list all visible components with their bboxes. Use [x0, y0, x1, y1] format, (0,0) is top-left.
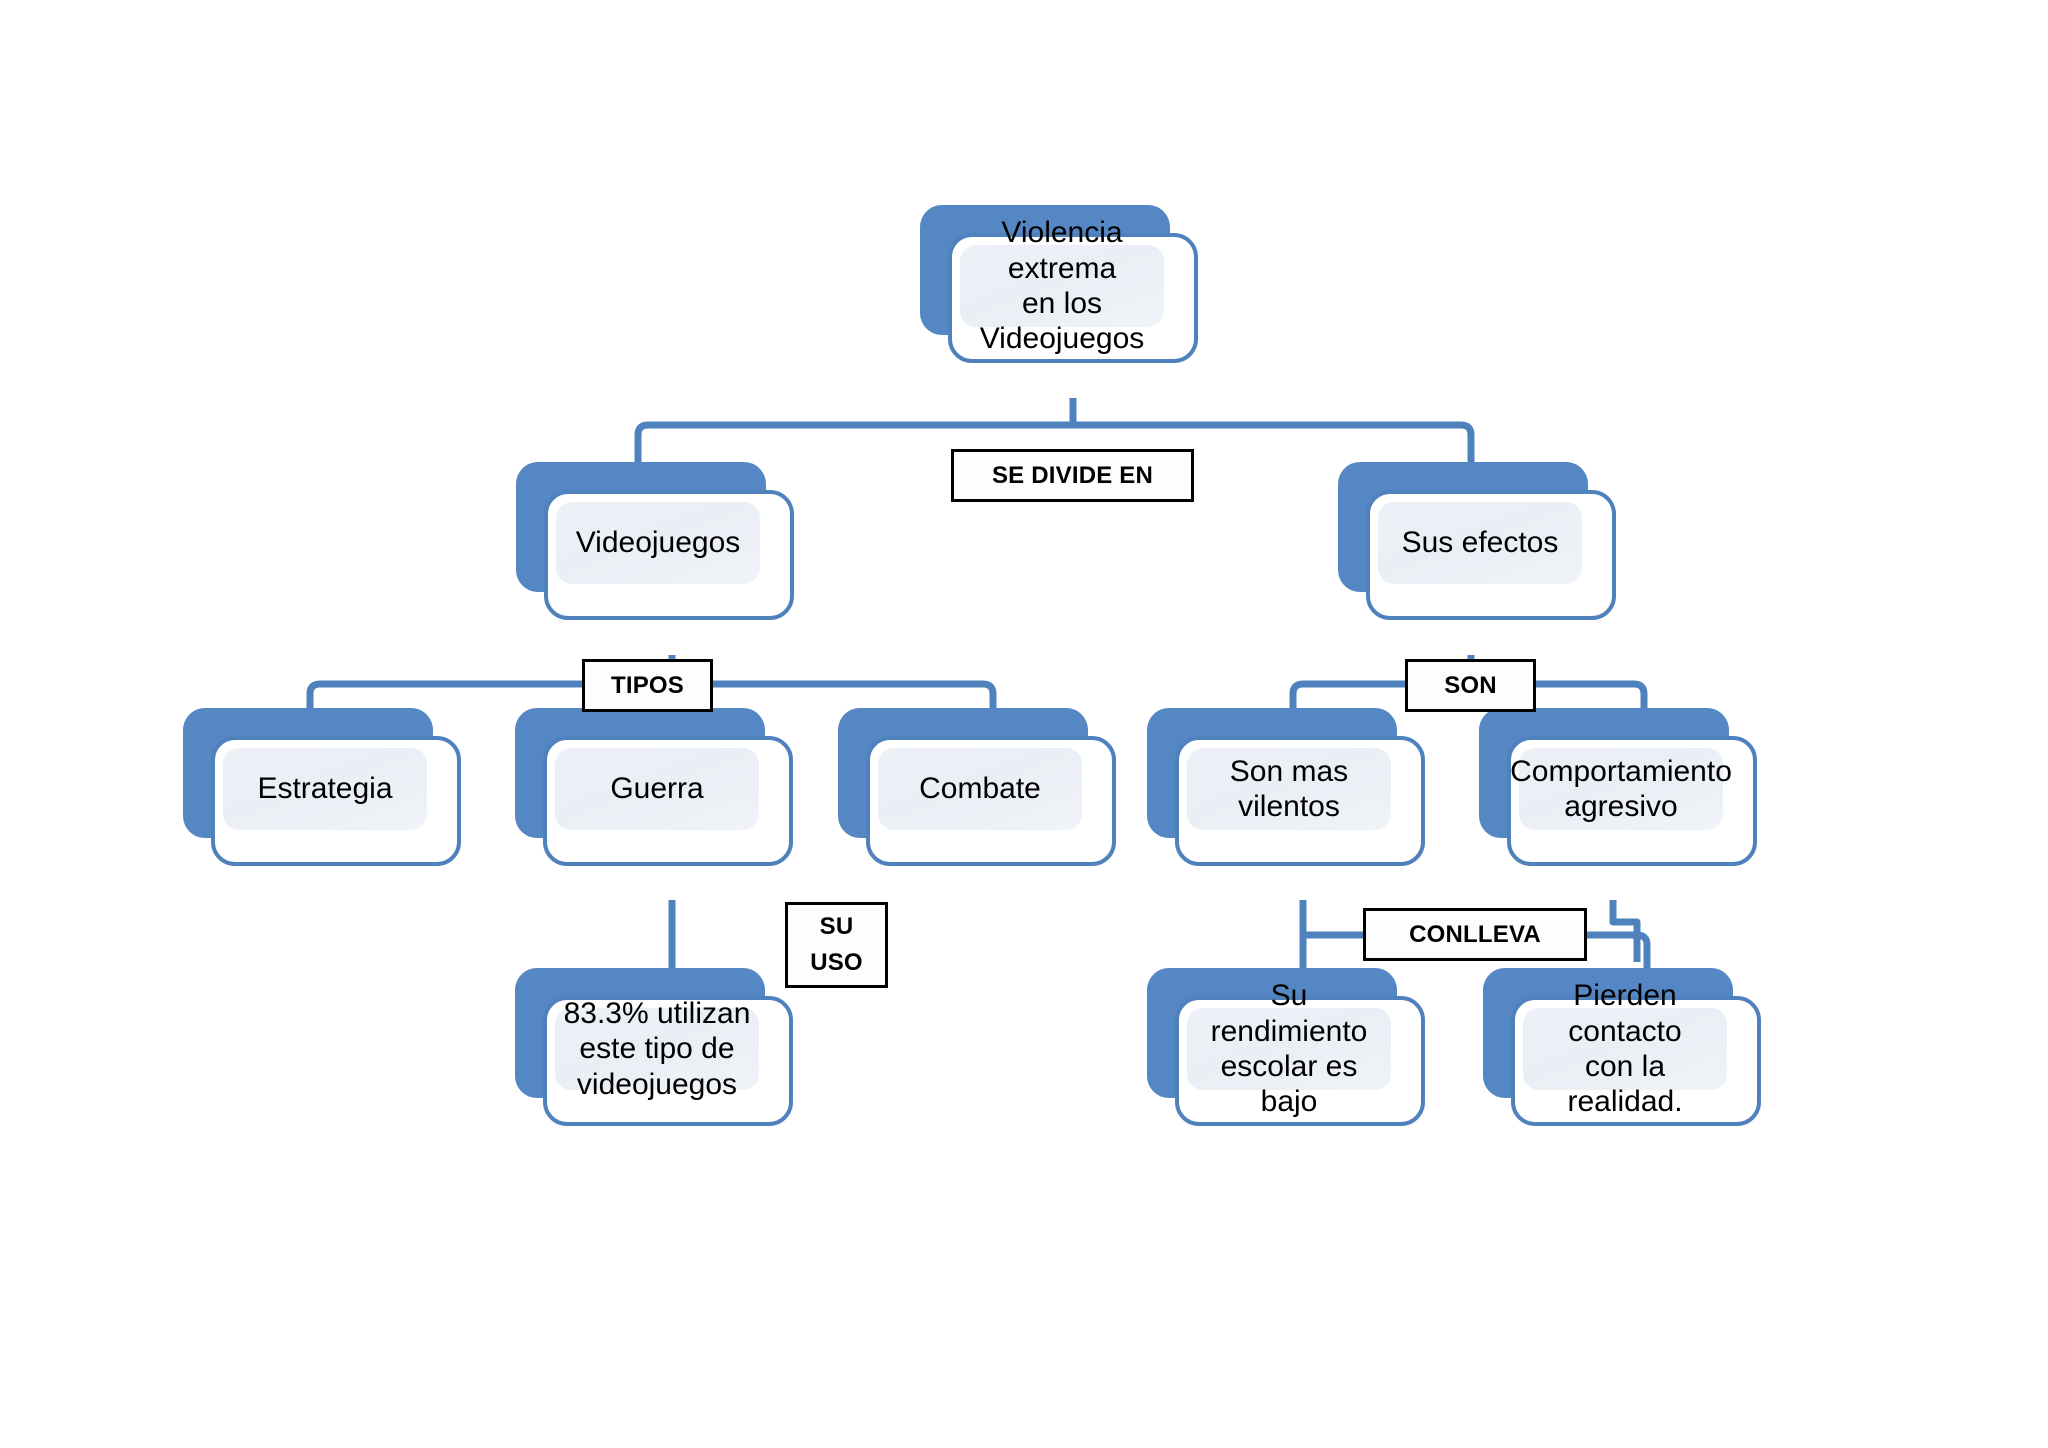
connector-tipos-left — [306, 680, 672, 718]
node-label: Pierden contacto con la realidad. — [1567, 979, 1683, 1119]
node-inner: Combate — [878, 748, 1082, 830]
connector-son-right — [1471, 680, 1648, 718]
node-card: Sus efectos — [1366, 490, 1616, 620]
node-label: Violencia extrema en los Videojuegos — [979, 216, 1145, 356]
node-label: Estrategia — [257, 772, 393, 806]
node-label: Videojuegos — [575, 526, 741, 560]
node-card: Su rendimiento escolar es bajo — [1175, 979, 1425, 1126]
node-card: Son mas vilentos — [1175, 736, 1425, 866]
connector-son-left — [1289, 680, 1471, 718]
node-inner: Sus efectos — [1378, 502, 1582, 584]
node-inner: Son mas vilentos — [1187, 748, 1391, 830]
node-guerra[interactable]: Guerra — [515, 708, 793, 866]
node-rendimiento-escolar[interactable]: Su rendimiento escolar es bajo — [1147, 968, 1425, 1126]
relation-label: SE DIVIDE EN — [991, 461, 1154, 489]
node-combate[interactable]: Combate — [838, 708, 1116, 866]
node-inner: Estrategia — [223, 748, 427, 830]
node-inner: Guerra — [555, 748, 759, 830]
node-inner: Comportamiento agresivo — [1510, 748, 1732, 830]
connector-root-right — [1073, 421, 1475, 470]
node-comportamiento-agresivo[interactable]: Comportamiento agresivo — [1479, 708, 1757, 866]
relation-tag-conlleva[interactable]: CONLLEVA — [1363, 908, 1587, 961]
relation-tag-se-divide-en[interactable]: SE DIVIDE EN — [951, 449, 1194, 502]
node-label: Combate — [919, 772, 1041, 806]
node-card: Pierden contacto con la realidad. — [1511, 979, 1761, 1126]
node-label: Son mas vilentos — [1229, 754, 1349, 823]
node-inner: Pierden contacto con la realidad. — [1523, 979, 1727, 1118]
node-card: Violencia extrema en los Videojuegos — [948, 216, 1198, 363]
node-inner: Violencia extrema en los Videojuegos — [960, 216, 1164, 355]
node-card: 83.3% utilizan este tipo de videojuegos — [543, 996, 793, 1126]
node-card: Combate — [866, 736, 1116, 866]
node-pierden-contacto[interactable]: Pierden contacto con la realidad. — [1483, 968, 1761, 1126]
node-label: Su rendimiento escolar es bajo — [1210, 979, 1368, 1119]
node-inner: 83.3% utilizan este tipo de videojuegos — [555, 997, 759, 1101]
node-card: Guerra — [543, 736, 793, 866]
node-inner: Videojuegos — [556, 502, 760, 584]
node-porcentaje[interactable]: 83.3% utilizan este tipo de videojuegos — [515, 968, 793, 1126]
relation-label: CONLLEVA — [1409, 920, 1541, 948]
relation-tag-su-uso[interactable]: SU USO — [785, 902, 888, 988]
relation-label: TIPOS — [610, 671, 684, 699]
connector-tipos-right — [672, 680, 997, 718]
node-sus-efectos[interactable]: Sus efectos — [1338, 462, 1616, 620]
node-card: Comportamiento agresivo — [1507, 736, 1757, 866]
node-son-mas-vilentos[interactable]: Son mas vilentos — [1147, 708, 1425, 866]
connector-comportamiento-elbow — [1609, 900, 1641, 962]
connector-root-left — [634, 421, 1073, 470]
node-inner: Su rendimiento escolar es bajo — [1187, 979, 1391, 1118]
node-label: Comportamiento agresivo — [1510, 754, 1732, 823]
relation-tag-son[interactable]: SON — [1405, 659, 1536, 712]
node-label: Guerra — [610, 772, 704, 806]
node-card: Videojuegos — [544, 490, 794, 620]
node-root[interactable]: Violencia extrema en los Videojuegos — [920, 205, 1198, 363]
node-videojuegos[interactable]: Videojuegos — [516, 462, 794, 620]
node-estrategia[interactable]: Estrategia — [183, 708, 461, 866]
node-label: 83.3% utilizan este tipo de videojuegos — [563, 996, 751, 1101]
relation-tag-tipos[interactable]: TIPOS — [582, 659, 713, 712]
node-label: Sus efectos — [1401, 526, 1559, 560]
relation-label: SON — [1444, 671, 1497, 699]
node-card: Estrategia — [211, 736, 461, 866]
relation-label: SU USO — [810, 913, 863, 976]
